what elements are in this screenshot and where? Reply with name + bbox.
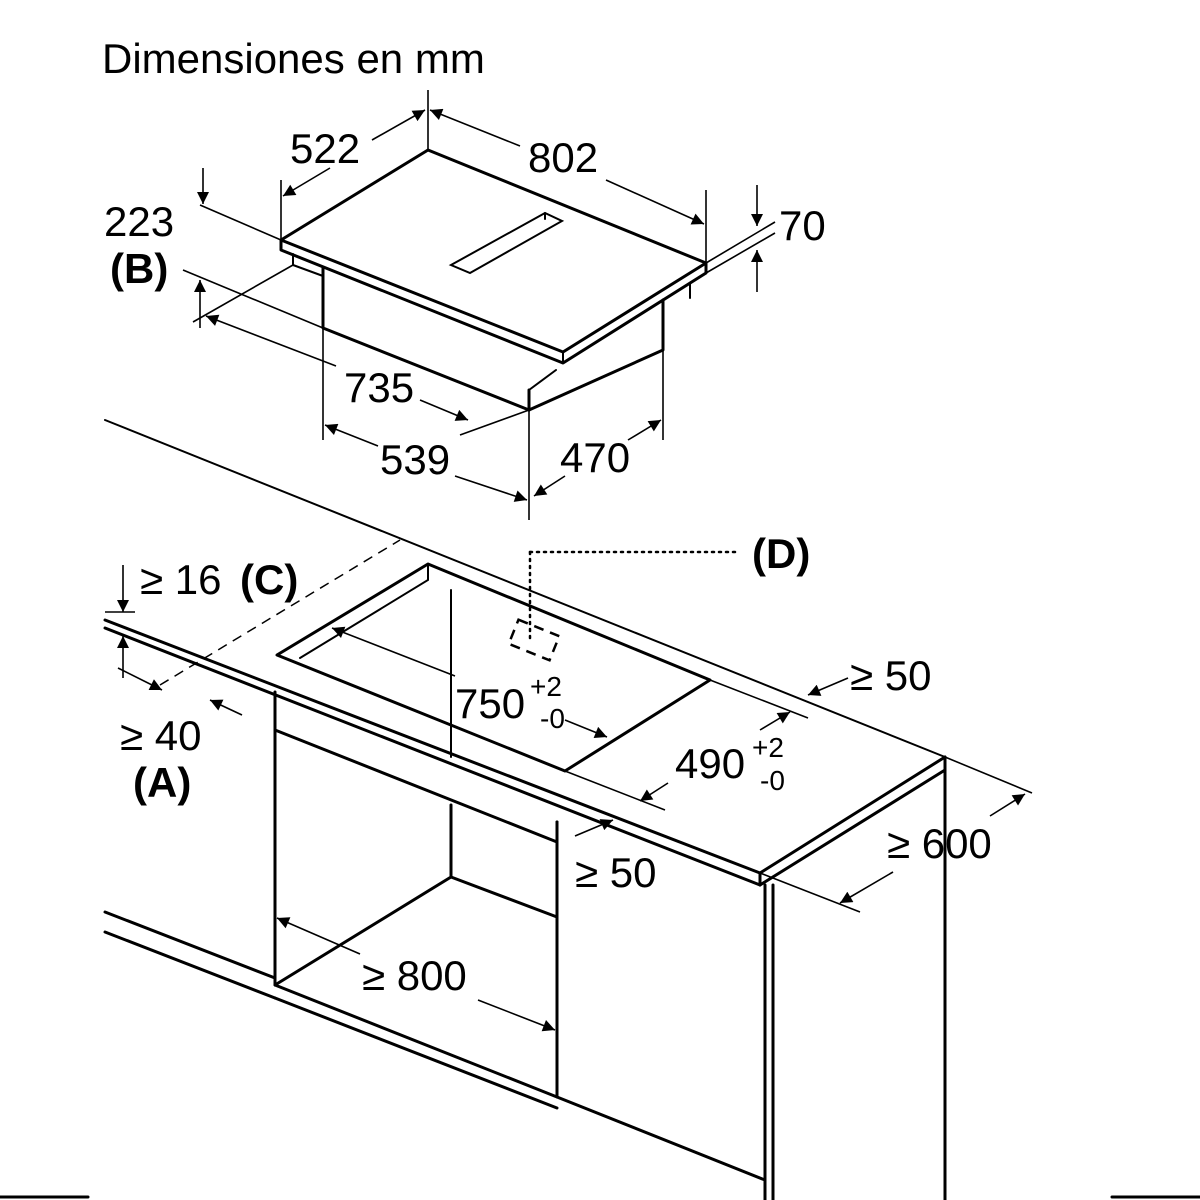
countertop-drawing (0, 419, 1200, 1200)
label-490: 490 (675, 740, 745, 787)
label-c: (C) (240, 556, 298, 603)
dim-thickness-16: ≥ 16 (C) (105, 556, 298, 678)
cooktop-drawing (279, 148, 708, 412)
downdraft-vent-slot (448, 211, 565, 275)
label-d: (D) (752, 530, 810, 577)
connection-box-d (507, 618, 561, 662)
dim-cutout-490: 490 +2 -0 (564, 679, 809, 811)
label-16: ≥ 16 (140, 556, 221, 603)
dim-front-gap-40: ≥ 40 (A) (117, 667, 243, 806)
dim-cabinet-800: ≥ 800 (276, 917, 556, 1032)
dim-clearance-223: 223 (B) (104, 168, 324, 329)
hidden-edge (159, 539, 401, 686)
label-a: (A) (133, 759, 191, 806)
dim-box-735: 735 (192, 264, 530, 436)
label-750-tol-minus: -0 (540, 703, 565, 734)
dim-depth-522: 522 (280, 109, 426, 240)
dim-rear-margin-50: ≥ 50 (807, 652, 931, 699)
label-front-50: ≥ 50 (575, 849, 656, 896)
label-750-tol-plus: +2 (530, 671, 562, 702)
dim-box-539: 539 (322, 328, 530, 520)
label-750: 750 (455, 680, 525, 727)
label-470: 470 (560, 434, 630, 481)
worktop-front-edge (103, 618, 762, 875)
label-b: (B) (110, 245, 168, 292)
label-70: 70 (779, 202, 826, 249)
dim-label-d: (D) (528, 530, 810, 642)
dim-height-70: 70 (705, 185, 826, 292)
dim-box-470: 470 (533, 340, 664, 497)
dim-counter-600: ≥ 600 (759, 756, 1033, 913)
plinth-line (103, 910, 277, 980)
label-490-tol-plus: +2 (752, 732, 784, 763)
label-522: 522 (290, 125, 360, 172)
label-539: 539 (380, 436, 450, 483)
label-802: 802 (528, 134, 598, 181)
worktop-cutout (275, 562, 712, 773)
label-800: ≥ 800 (362, 952, 467, 999)
label-600: ≥ 600 (887, 820, 992, 867)
label-40: ≥ 40 (120, 712, 201, 759)
cabinet-front (273, 690, 559, 1099)
label-735: 735 (344, 364, 414, 411)
wall-line (104, 419, 946, 758)
dim-width-802: 802 (427, 90, 707, 263)
dim-front-margin-50: ≥ 50 (574, 819, 656, 896)
dim-cutout-750: 750 +2 -0 (331, 626, 608, 739)
diagram-title: Dimensiones en mm (102, 35, 485, 82)
label-490-tol-minus: -0 (760, 765, 785, 796)
label-rear-50: ≥ 50 (850, 652, 931, 699)
label-223: 223 (104, 198, 174, 245)
